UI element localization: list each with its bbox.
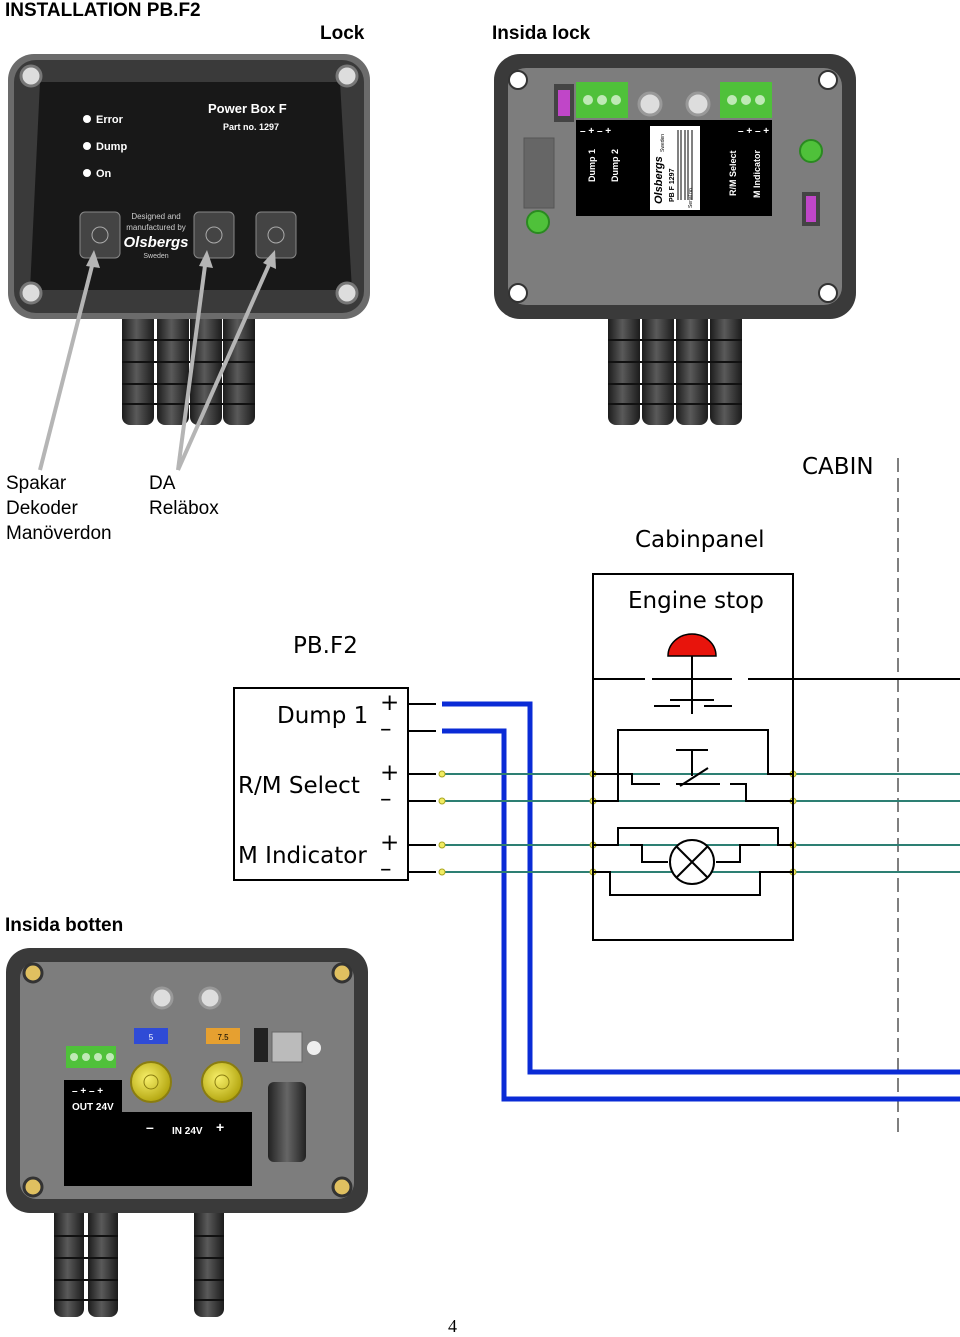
terminal-label-dump1: Dump 1 xyxy=(587,149,597,182)
inside-lid-serial: Serial no. xyxy=(688,187,694,208)
lid-maker-line2: manufactured by xyxy=(126,223,186,232)
heading-inside-lock: Insida lock xyxy=(492,23,591,44)
wiring-diagram xyxy=(233,458,960,1136)
inside-lid-polarity-right: – + – + xyxy=(738,126,769,137)
row-minus-dump1: – xyxy=(380,716,392,742)
row-plus-rm-select: + xyxy=(380,760,400,786)
label-group-right: DA Reläbox xyxy=(149,471,219,521)
heading-inside-bottom: Insida botten xyxy=(5,915,124,936)
pbf2-label: PB.F2 xyxy=(293,633,358,659)
inside-lid-polarity-left: – + – + xyxy=(580,126,611,137)
out-24v-label: OUT 24V xyxy=(72,1102,114,1113)
label-dekoder: Dekoder xyxy=(6,498,78,519)
row-minus-m-indicator: – xyxy=(380,856,392,882)
out-polarity: – + – + xyxy=(72,1086,103,1097)
terminal-label-rm-select: R/M Select xyxy=(728,150,738,196)
row-plus-dump1: + xyxy=(380,690,400,716)
page-number: 4 xyxy=(448,1316,457,1336)
led-label-on: On xyxy=(96,168,112,180)
inside-bottom-device xyxy=(6,948,368,1213)
heading-lock: Lock xyxy=(320,23,365,44)
lid-maker-brand: Olsbergs xyxy=(123,234,188,251)
inside-lid-cable-glands xyxy=(608,310,742,425)
page-title: INSTALLATION PB.F2 xyxy=(5,0,201,21)
label-da: DA xyxy=(149,473,176,494)
label-spakar: Spakar xyxy=(6,473,67,494)
row-label-dump1: Dump 1 xyxy=(277,703,369,729)
engine-stop-label: Engine stop xyxy=(628,588,764,614)
terminal-label-m-indicator: M Indicator xyxy=(752,150,762,198)
in-24v-label: IN 24V xyxy=(172,1126,203,1137)
lid-product-name: Power Box F xyxy=(208,101,287,116)
inside-lid-model: PB F 1297 xyxy=(669,168,676,202)
lid-cable-glands xyxy=(122,310,255,425)
in-minus: – xyxy=(146,1119,154,1135)
label-relabox: Reläbox xyxy=(149,498,219,519)
row-label-rm-select: R/M Select xyxy=(238,773,360,799)
inside-lid-brand: Olsbergs xyxy=(653,156,665,204)
row-label-m-indicator: M Indicator xyxy=(238,843,367,869)
lid-part-number: Part no. 1297 xyxy=(223,122,279,132)
label-manoverdon: Manöverdon xyxy=(6,523,112,544)
lid-device xyxy=(8,54,370,319)
lid-maker-line1: Designed and xyxy=(131,212,180,221)
fuse-1-value: 5 xyxy=(149,1033,154,1042)
lid-maker-country: Sweden xyxy=(143,253,168,260)
label-group-left: Spakar Dekoder Manöverdon xyxy=(6,471,112,546)
cabin-label: CABIN xyxy=(802,454,874,480)
fuse-2-value: 7.5 xyxy=(217,1033,229,1042)
inside-lid-device xyxy=(494,54,856,319)
pointer-arrows xyxy=(38,250,276,471)
in-plus: + xyxy=(216,1119,224,1135)
row-plus-m-indicator: + xyxy=(380,830,400,856)
inside-lid-sweden: Sweden xyxy=(660,134,666,152)
row-minus-rm-select: – xyxy=(380,786,392,812)
led-label-error: Error xyxy=(96,114,124,126)
terminal-label-dump2: Dump 2 xyxy=(610,149,620,182)
led-label-dump: Dump xyxy=(96,141,127,153)
cabinpanel-label: Cabinpanel xyxy=(635,527,765,553)
bottom-cable-glands xyxy=(54,1205,224,1317)
